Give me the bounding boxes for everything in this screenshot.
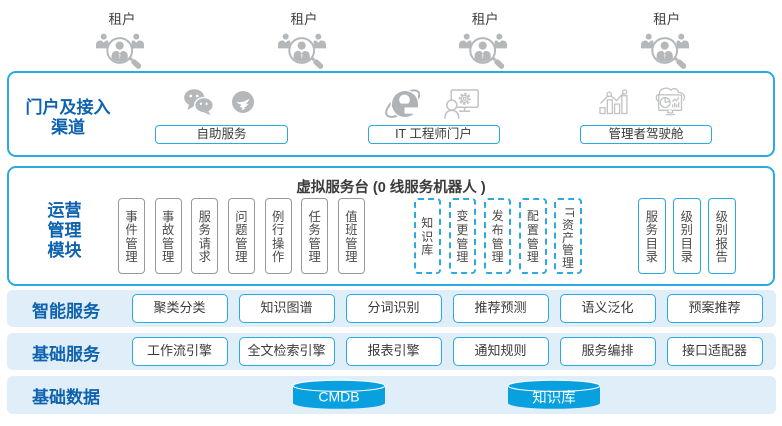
svg-text:知识库: 知识库 — [532, 390, 576, 407]
svg-text:CMDB: CMDB — [318, 389, 359, 405]
